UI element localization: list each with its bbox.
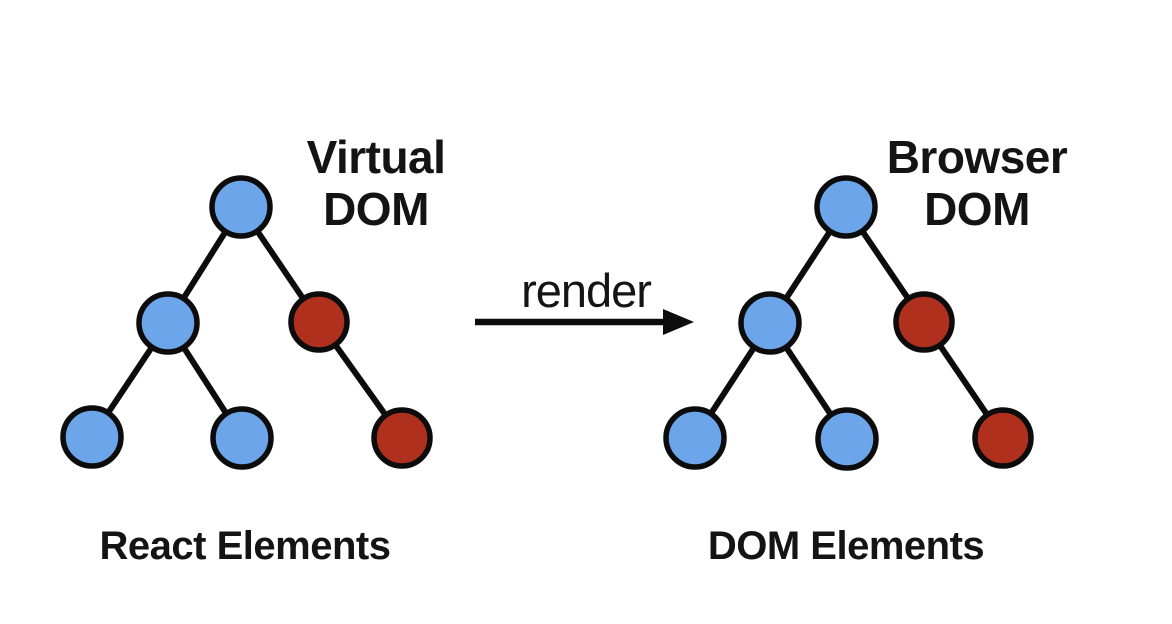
browser-dom-node-right-right-red xyxy=(972,407,1034,469)
browser-dom-node-root-blue xyxy=(814,175,878,239)
browser-dom-title-line2: DOM xyxy=(924,183,1030,235)
browser-dom-node-left-blue xyxy=(738,291,802,355)
virtual-dom-node-left-blue xyxy=(136,291,200,355)
browser-dom-node-left-right-blue xyxy=(815,407,879,471)
browser-dom-node-left-left-blue xyxy=(663,406,727,470)
virtual-dom-tree xyxy=(60,175,433,470)
virtual-dom-node-right-right-red xyxy=(371,407,433,469)
render-label: render xyxy=(521,264,651,317)
virtual-dom-node-root-blue xyxy=(209,175,273,239)
virtual-dom-node-left-right-blue xyxy=(210,406,274,470)
browser-dom-node-right-red xyxy=(893,291,955,353)
virtual-dom-node-left-left-blue xyxy=(60,405,124,469)
browser-dom-caption: DOM Elements xyxy=(708,524,984,568)
virtual-dom-node-right-red xyxy=(288,291,350,353)
browser-dom-title-line1: Browser xyxy=(887,131,1068,183)
virtual-dom-title-line2: DOM xyxy=(323,183,429,235)
browser-dom-tree xyxy=(663,175,1034,471)
render-arrow xyxy=(475,309,694,335)
virtual-dom-title-line1: Virtual xyxy=(307,131,446,183)
virtual-dom-caption: React Elements xyxy=(100,524,391,568)
render-arrowhead-icon xyxy=(663,309,694,335)
